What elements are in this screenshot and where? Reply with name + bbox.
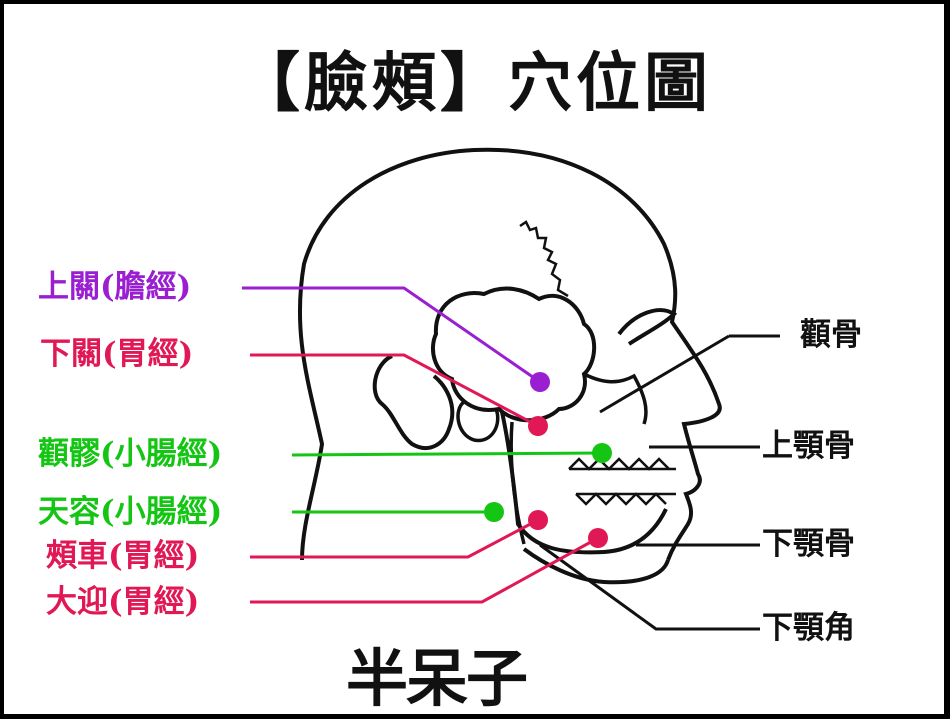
quanliao-point [592, 443, 612, 463]
shangguan-point [530, 372, 550, 392]
mandible-angle-pointer-line [539, 543, 760, 631]
xiaguan-point [528, 416, 548, 436]
quanliao-line [291, 451, 603, 457]
page-title: 【臉頰】穴位圖 [236, 46, 712, 121]
mandible-outline [500, 411, 668, 555]
acupoint-label-tianrong: 天容(小腸經) [38, 494, 223, 530]
shangguan-line [242, 286, 541, 384]
acupoint-label-shangguan: 上關(膽經) [38, 269, 192, 305]
acupoint-label-daying: 大迎(胃經) [46, 584, 200, 620]
acupoint-label-jiache: 頰車(胃經) [46, 538, 200, 574]
teeth [568, 457, 676, 506]
eye-orbit [617, 308, 678, 346]
cheekbone-outline [583, 372, 648, 425]
temporal-bone [431, 286, 597, 423]
tianrong-point [484, 502, 504, 522]
daying-point [588, 528, 608, 548]
jiache-point [528, 510, 548, 530]
acupoint-label-xiaguan: 下關(胃經) [40, 336, 194, 372]
bone-label-mandible-angle: 下顎角 [762, 610, 855, 646]
head-skull-diagram [242, 147, 780, 631]
ear-outline [372, 354, 455, 450]
zygomatic-pointer-line [599, 334, 730, 414]
bone-label-mandible: 下顎骨 [762, 526, 855, 562]
jiache-line [250, 518, 539, 559]
acupoint-label-quanliao: 顴髎(小腸經) [38, 436, 223, 472]
ear-canal [456, 400, 500, 443]
diagram-frame: 【臉頰】穴位圖 [4, 4, 944, 715]
daying-line [250, 536, 599, 604]
brand-logo: 半呆子 [346, 642, 528, 715]
jaw-outline [522, 547, 670, 585]
bone-label-maxilla: 上顎骨 [762, 428, 855, 464]
head-outline [297, 147, 722, 561]
xiaguan-line [250, 353, 539, 428]
bone-label-zygomatic: 顴骨 [800, 317, 862, 353]
skull-suture [519, 220, 569, 298]
